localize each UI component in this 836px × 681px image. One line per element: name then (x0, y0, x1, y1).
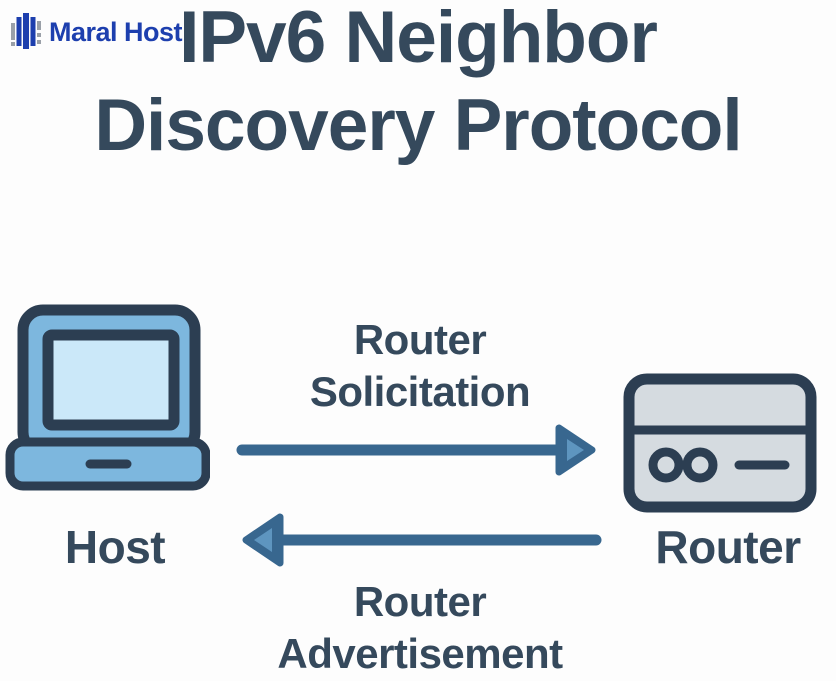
router-solicitation-line1: Router (353, 316, 487, 363)
arrow-right-icon (236, 424, 596, 476)
router-label: Router (655, 521, 801, 573)
brand-logo: Maral Host (10, 12, 183, 52)
router-advertisement-label: Router Advertisement (170, 576, 670, 680)
laptop-icon (5, 304, 210, 491)
host-label: Host (64, 521, 166, 573)
router-solicitation-line2: Solicitation (309, 368, 531, 415)
page-title-line1: IPv6 Neighbor (179, 0, 658, 78)
router-solicitation-label: Router Solicitation (230, 314, 610, 418)
brand-name: Maral Host (49, 16, 183, 47)
page-title-line2: Discovery Protocol (94, 85, 742, 166)
router-icon (623, 373, 817, 513)
router-advertisement-line1: Router (353, 578, 487, 625)
router-advertisement-line2: Advertisement (277, 630, 563, 677)
arrow-left-icon (242, 513, 602, 567)
page-title: IPv6 Neighbor Discovery Protocol (0, 0, 836, 170)
building-bars-icon (11, 13, 41, 49)
